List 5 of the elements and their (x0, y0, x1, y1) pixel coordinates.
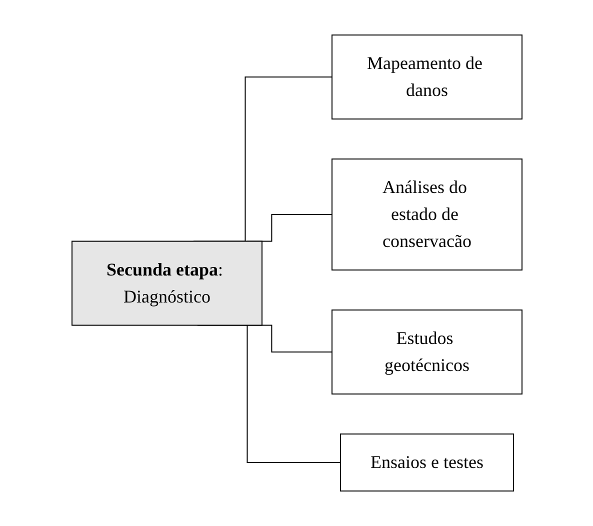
node-box: Estudos geotécnicos (331, 310, 522, 394)
node-box: Mapeamento de danos (331, 34, 522, 120)
node-box: Secunda etapa: Diagnóstico (71, 240, 262, 326)
node-box: Análises do estado de conservacão (331, 158, 522, 270)
node-box: Ensaios e testes (340, 434, 514, 492)
